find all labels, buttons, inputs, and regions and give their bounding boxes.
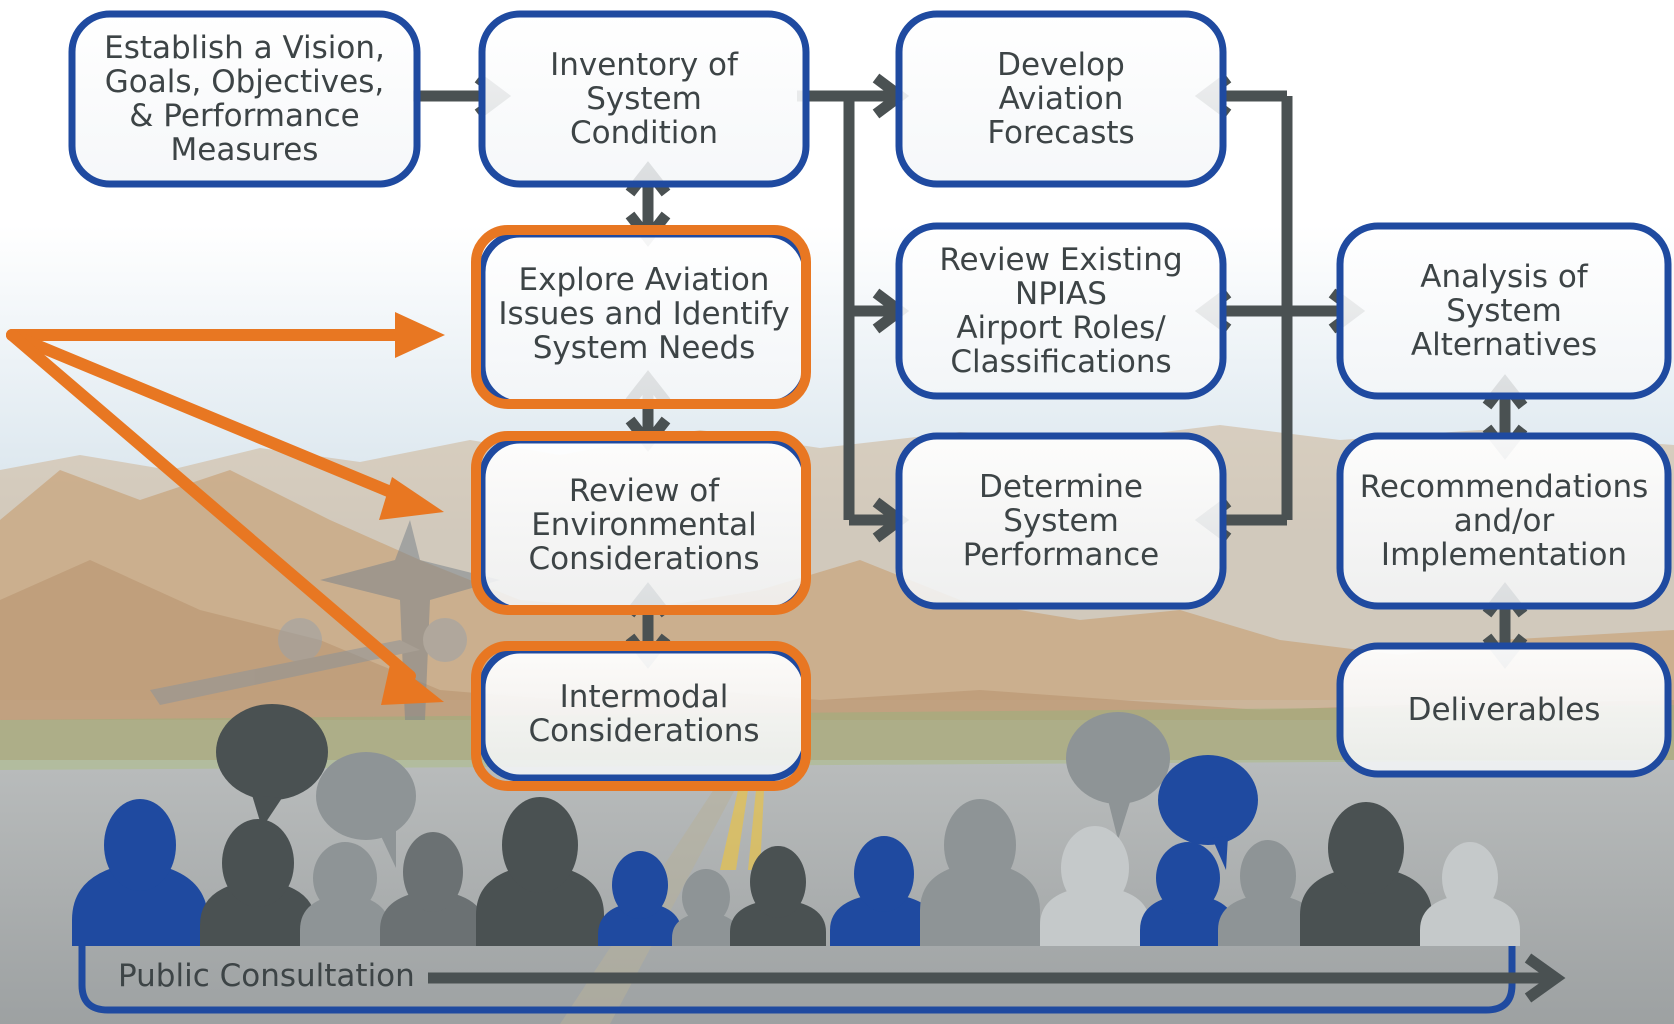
label-vision: Establish a Vision, Goals, Objectives, &…	[104, 30, 385, 168]
public-consultation-label: Public Consultation	[118, 958, 415, 994]
box-performance	[895, 432, 1227, 610]
label-environmental: Review of Environmental Considerations	[528, 473, 760, 577]
process-boxes	[68, 10, 1672, 782]
speech-bubble-icon	[216, 704, 1258, 870]
label-intermodal: Intermodal Considerations	[528, 679, 760, 749]
box-inventory	[478, 10, 810, 188]
label-inventory: Inventory of System Condition	[550, 47, 738, 151]
box-recommendations	[1336, 432, 1672, 610]
box-alternatives	[1336, 222, 1672, 400]
label-alternatives: Analysis of System Alternatives	[1410, 259, 1598, 363]
people-silhouettes-icon	[72, 704, 1520, 946]
orange-pointer-arrows	[6, 312, 445, 705]
highlight-environmental	[471, 431, 811, 615]
box-forecasts	[895, 10, 1227, 188]
label-explore: Explore Aviation Issues and Identify Sys…	[498, 262, 790, 366]
label-npias: Review Existing NPIAS Airport Roles/ Cla…	[939, 242, 1183, 380]
label-performance: Determine System Performance	[962, 469, 1160, 573]
airplane-photo	[150, 520, 500, 720]
highlight-frames	[471, 225, 811, 791]
label-forecasts: Develop Aviation Forecasts	[987, 47, 1135, 151]
box-npias	[895, 222, 1227, 400]
highlight-intermodal	[471, 641, 811, 791]
label-deliverables: Deliverables	[1407, 692, 1601, 728]
box-deliverables	[1336, 642, 1672, 778]
label-recommendations: Recommendations and/or Implementation	[1359, 469, 1649, 573]
highlight-explore	[471, 225, 811, 409]
box-vision	[68, 10, 421, 188]
public-consultation-bracket	[78, 930, 1516, 1014]
